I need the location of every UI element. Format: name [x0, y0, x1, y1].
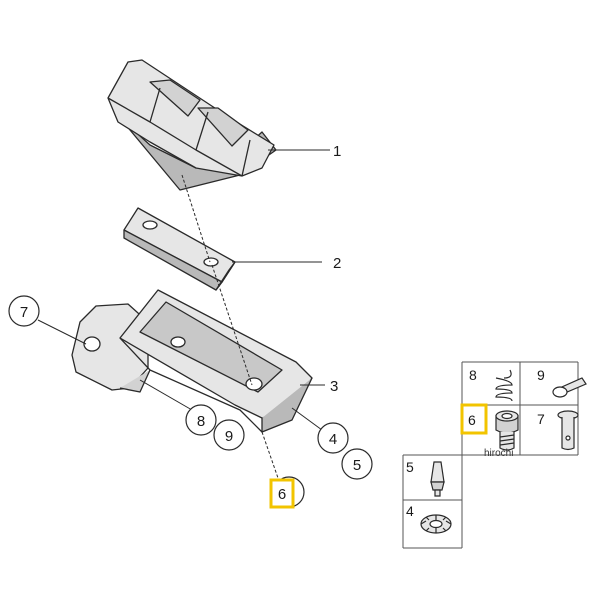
callout-2: 2	[333, 255, 341, 272]
callout-5-circle	[341, 448, 373, 480]
watermark-text: hirochi	[484, 448, 513, 459]
callout-7-circle	[8, 295, 40, 327]
socket-bolt-icon	[495, 410, 519, 451]
table-label-7: 7	[537, 411, 545, 427]
callout-4-circle	[317, 422, 349, 454]
callout-9-circle	[213, 419, 245, 451]
part-2-plate	[123, 207, 236, 291]
callout-6: 6	[278, 486, 286, 503]
star-washer-icon	[420, 514, 452, 534]
table-label-5: 5	[406, 459, 414, 475]
pin-icon	[430, 461, 445, 497]
callout-8: 8	[197, 413, 205, 430]
table-label-4: 4	[406, 503, 414, 519]
table-label-6-highlight	[460, 403, 488, 435]
table-label-6: 6	[468, 412, 476, 428]
table-label-8: 8	[469, 367, 477, 383]
callout-8-circle	[185, 404, 217, 436]
table-label-9: 9	[537, 367, 545, 383]
clevis-pin-icon	[557, 410, 579, 451]
spring-icon	[495, 369, 513, 402]
callout-5: 5	[353, 457, 361, 474]
small-parts-table	[402, 361, 579, 549]
clip-pin-icon	[552, 377, 587, 398]
callout-1: 1	[333, 143, 341, 160]
callout-6-highlight	[269, 478, 295, 509]
part-1-rubber-pad	[107, 59, 277, 191]
callout-labels: 1 2 3 7 8 9 4 5 6	[8, 143, 373, 509]
callout-3: 3	[330, 378, 338, 395]
leader-lines	[37, 149, 330, 479]
callout-7: 7	[20, 304, 28, 321]
callout-4: 4	[329, 431, 337, 448]
callout-9: 9	[225, 428, 233, 445]
